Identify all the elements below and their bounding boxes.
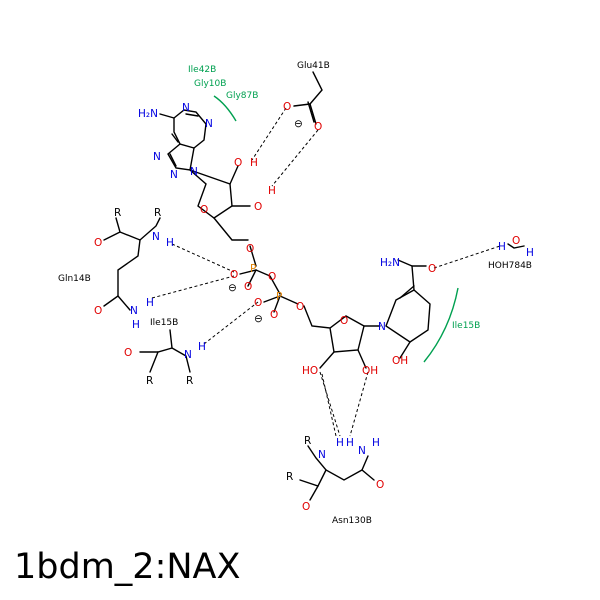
diagram-title: 1bdm_2:NAX [14, 547, 241, 587]
gln14b-o-side: O [94, 305, 102, 317]
asn130b-group [299, 445, 375, 501]
nicotinamide-ring [385, 259, 431, 359]
residue-label-glu41b: Glu41B [297, 61, 330, 71]
gln14b-r-n: R [154, 207, 161, 219]
residue-label-gly10b: Gly10B [194, 79, 226, 89]
adenine-n-left: N [153, 151, 161, 163]
residue-label-asn130b: Asn130B [332, 516, 372, 526]
residue-label-ile42b: Ile42B [188, 65, 216, 75]
asn130b-h-3: H [372, 437, 380, 449]
ile15b-left-o: O [124, 347, 132, 359]
gln14b-h: H [166, 237, 174, 249]
adenine-amine-label: H₂N [138, 108, 158, 120]
gln14b-r-top: R [114, 207, 121, 219]
asn130b-h: H [336, 437, 344, 449]
residue-label-ile15b-left: Ile15B [150, 318, 178, 328]
asn130b-o-side: O [376, 479, 384, 491]
residue-label-ile15b-right: Ile15B [452, 321, 480, 331]
ribose-a-o2: O [234, 157, 242, 169]
phosphate-1: P [250, 263, 256, 275]
phosphate-2: P [276, 291, 282, 303]
ile15b-left-n: N [184, 349, 192, 361]
residue-label-hoh784b: HOH784B [488, 261, 532, 271]
glu41b-group [293, 71, 323, 125]
phosphate-2-o-left: O [254, 297, 262, 309]
asn130b-o-backbone: O [302, 501, 310, 513]
hoh-o: O [512, 235, 520, 247]
nicotinamide-oh: OH [392, 355, 408, 367]
ile15b-left-group [139, 329, 191, 373]
hydrophobic-arc-right [423, 287, 459, 363]
ribose-a-ring-o: O [200, 204, 208, 216]
asn130b-nh: N [358, 445, 366, 457]
ribose-a-h3: H [268, 185, 276, 197]
gln14b-group [103, 217, 161, 311]
gln14b-nh: N [152, 231, 160, 243]
nicotinamide-ring-n: N [378, 321, 386, 333]
ile15b-left-r: R [146, 375, 153, 387]
residue-label-gln14b: Gln14B [58, 274, 91, 284]
nicotinamide-ribose [303, 305, 381, 369]
phosphate-2-o-bottom: O [270, 309, 278, 321]
ribose-n-o5: O [296, 301, 304, 313]
hoh-h-left: H [498, 241, 506, 253]
ribose-n-ho: HO [302, 365, 318, 377]
carboxamide-h2n: H₂N [380, 257, 400, 269]
adenine-ring [159, 109, 207, 171]
ile15b-left-r-n: R [186, 375, 193, 387]
hydrophobic-arc-top [213, 95, 237, 122]
asn130b-n: N [318, 449, 326, 461]
gln14b-h-side-2: H [132, 319, 140, 331]
gln14b-nh2: N [130, 305, 138, 317]
adenine-n-bottom: N [170, 169, 178, 181]
adenine-n-right: N [205, 118, 213, 130]
ribose-a-o3: O [254, 201, 262, 213]
glu41b-o-right: O [314, 121, 322, 133]
ribose-a-h2: H [250, 157, 258, 169]
ribose-n-oh: OH [362, 365, 378, 377]
phosphate-1-o-bottom: O [244, 281, 252, 293]
asn130b-r: R [286, 471, 293, 483]
adenine-n-glyco: N [190, 166, 198, 178]
phosphate-1-minus: ⊖ [228, 282, 237, 294]
phosphate-1-o-left: O [230, 269, 238, 281]
residue-label-gly87b: Gly87B [226, 91, 258, 101]
asn130b-h-2: H [346, 437, 354, 449]
asn130b-r-n: R [304, 435, 311, 447]
glu41b-minus: ⊖ [294, 118, 303, 130]
bridge-oxygen: O [268, 271, 276, 283]
hydrogen-bonds [151, 107, 501, 437]
gln14b-h-side: H [146, 297, 154, 309]
adenine-n-top: N [182, 102, 190, 114]
ile15b-left-h: H [198, 341, 206, 353]
hoh-h-right: H [526, 247, 534, 259]
phosphate-backbone [239, 245, 299, 313]
ribose-a-o5: O [246, 243, 254, 255]
carboxamide-o: O [428, 263, 436, 275]
ribose-n-ring-o: O [340, 315, 348, 327]
phosphate-2-minus: ⊖ [254, 313, 263, 325]
gln14b-o-backbone: O [94, 237, 102, 249]
glu41b-o-left: O [283, 101, 291, 113]
adenosine-ribose [189, 165, 251, 241]
